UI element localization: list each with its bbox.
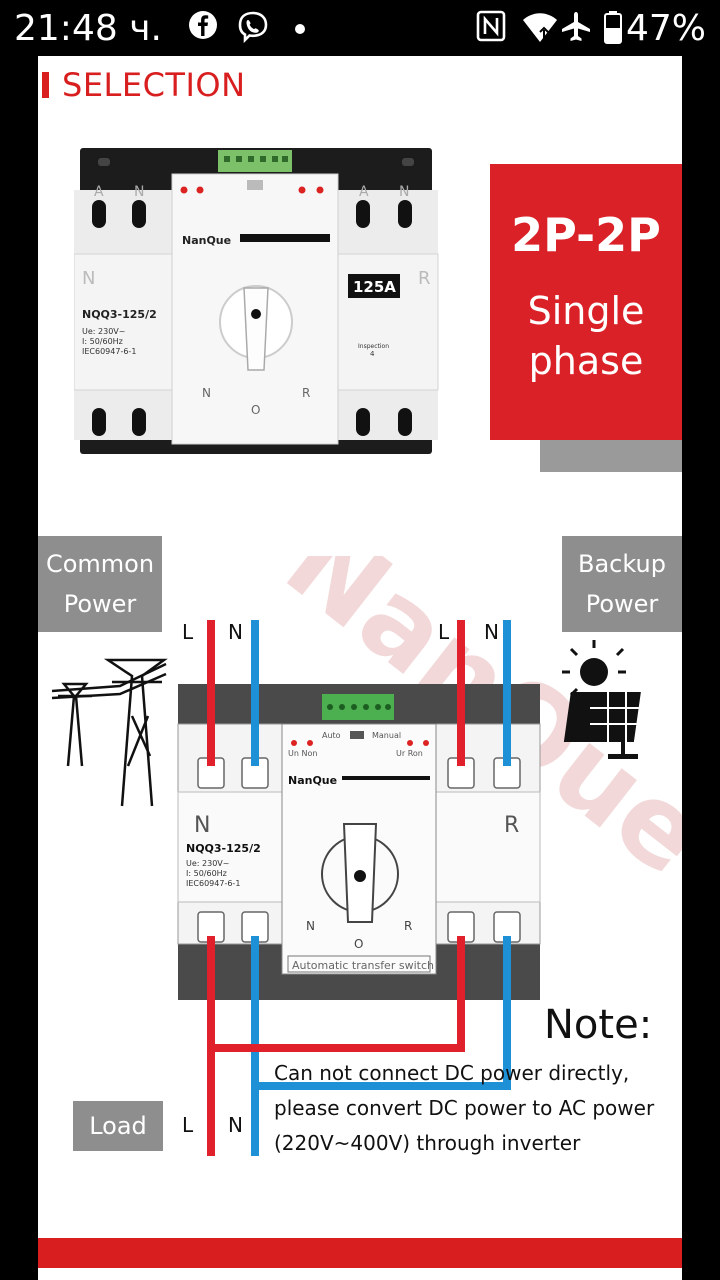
note-body: Can not connect DC power directly, pleas… [274, 1056, 682, 1161]
inspection-label: Inspection [358, 343, 389, 350]
inspection-number: 4 [370, 350, 375, 358]
wire-label-l: L [438, 620, 450, 644]
diagram-brand: NanQue [288, 774, 337, 787]
diagram-model: NQQ3-125/2 [186, 842, 261, 855]
battery-icon [604, 10, 622, 49]
auto-label: Auto [322, 731, 341, 740]
note-line1: Can not connect DC power directly, [274, 1061, 630, 1085]
wire-label-n: N [484, 620, 499, 644]
status-bar: 21:48 ч. 47% [0, 0, 720, 56]
diagram-spec-standard: IEC60947-6-1 [186, 879, 240, 888]
nfc-icon [476, 10, 506, 47]
pos-r: R [302, 386, 310, 400]
common-power-tag: Common Power [38, 536, 162, 632]
viber-icon [236, 10, 270, 49]
backup-power-tag: Backup Power [562, 536, 682, 632]
pos-n: N [202, 386, 211, 400]
section-marker [42, 72, 49, 98]
phase-card: 2P-2P Single phase [490, 164, 682, 440]
wire-label-l: L [182, 620, 194, 644]
pos-o: O [251, 403, 260, 417]
diagram-side-n: N [194, 813, 210, 838]
spec-frequency: I: 50/60Hz [82, 337, 123, 346]
phase-card-line1: Single [527, 289, 645, 333]
phase-card-subtitle: Single phase [490, 286, 682, 386]
diagram-pos-o: O [354, 937, 363, 951]
rating-badge: 125A [353, 278, 396, 296]
left-margin [0, 56, 38, 1280]
diagram-pos-n: N [306, 919, 315, 933]
phase-card-title: 2P-2P [511, 208, 661, 262]
un-non-label: Un Non [288, 749, 317, 758]
diagram-side-r: R [504, 813, 519, 838]
note-title: Note: [544, 1002, 653, 1048]
spec-voltage: Ue: 230V~ [82, 327, 125, 336]
common-line2: Power [63, 590, 137, 618]
diagram-pos-r: R [404, 919, 412, 933]
phase-card-line2: phase [528, 339, 644, 383]
airplane-icon [560, 10, 592, 47]
terminal-n: N [134, 184, 144, 200]
terminal-a: A [94, 184, 104, 200]
device-model: NQQ3-125/2 [82, 308, 157, 321]
manual-label: Manual [372, 731, 401, 740]
bottom-accent-bar [38, 1238, 682, 1268]
backup-line1: Backup [578, 550, 666, 578]
wiring-diagram: NanQue Auto Manual Un Non Ur Ron N [51, 556, 682, 1156]
side-r: R [418, 268, 431, 289]
wire-label-n: N [228, 1113, 243, 1137]
wire-label-n: N [228, 620, 243, 644]
side-n: N [82, 268, 95, 289]
terminal-n: N [399, 184, 409, 200]
section-title: SELECTION [62, 66, 246, 104]
diagram-spec-voltage: Ue: 230V~ [186, 859, 229, 868]
dot-icon [294, 22, 306, 40]
ats-device-photo: NanQue N O R A N A N N R NQQ3-125/2 Ue: … [74, 148, 439, 454]
wire-label-l: L [182, 1113, 194, 1137]
ur-ron-label: Ur Ron [396, 749, 423, 758]
solar-panel-icon [562, 640, 656, 759]
device-brand: NanQue [182, 234, 231, 247]
battery-percent: 47% [625, 8, 706, 49]
backup-line2: Power [585, 590, 659, 618]
right-margin [682, 56, 720, 1280]
note-line2: please convert DC power to AC power [274, 1096, 655, 1120]
wifi-icon [522, 10, 558, 49]
card-shadow [540, 440, 682, 472]
spec-standard: IEC60947-6-1 [82, 347, 136, 356]
load-tag: Load [73, 1101, 163, 1151]
common-line1: Common [45, 550, 155, 578]
power-pylon-icon [51, 658, 168, 807]
product-image[interactable]: SELECTION NanQue N O R A N A N N [38, 56, 682, 1280]
ats-panel-label: Automatic transfer switch [292, 959, 434, 972]
facebook-icon [188, 10, 218, 45]
note-line3: (220V~400V) through inverter [274, 1131, 581, 1155]
terminal-a: A [359, 184, 369, 200]
diagram-spec-frequency: I: 50/60Hz [186, 869, 227, 878]
clock: 21:48 ч. [14, 8, 162, 49]
